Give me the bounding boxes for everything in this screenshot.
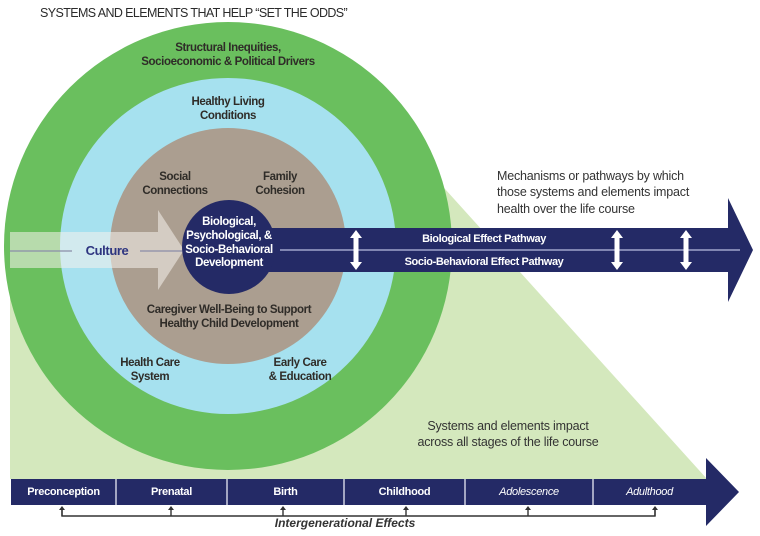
core-line4: Development bbox=[195, 257, 263, 270]
stage-preconception: Preconception bbox=[27, 486, 100, 498]
early-care-line1: Early Care bbox=[273, 357, 327, 369]
culture-label: Culture bbox=[85, 243, 129, 258]
outer-ring-label: Structural Inequities, Socioeconomic & P… bbox=[141, 41, 315, 70]
pathways-note-line1: Mechanisms or pathways by which bbox=[497, 169, 684, 183]
family-cohesion-line2: Cohesion bbox=[255, 185, 305, 198]
intergenerational-arrowhead bbox=[59, 506, 65, 510]
intergenerational-effects-label: Intergenerational Effects bbox=[274, 516, 416, 530]
life-course-note: Systems and elements impact across all s… bbox=[417, 418, 598, 451]
health-care-line2: System bbox=[130, 371, 170, 384]
caregiver-line1: Caregiver Well-Being to Support bbox=[146, 304, 312, 316]
core-line2: Psychological, & bbox=[186, 229, 272, 242]
early-care-line2: & Education bbox=[268, 371, 332, 384]
culture-arrow bbox=[10, 210, 184, 290]
social-connections-line1: Social bbox=[159, 171, 191, 183]
health-care-line1: Health Care bbox=[120, 357, 180, 369]
life-course-note-line1: Systems and elements impact bbox=[427, 419, 589, 433]
outer-ring-label-line2: Socioeconomic & Political Drivers bbox=[141, 56, 315, 69]
core-development-label: Biological, Psychological, & Socio-Behav… bbox=[185, 216, 273, 271]
double-arrow-icon bbox=[680, 230, 692, 270]
stage-childhood: Childhood bbox=[378, 486, 431, 498]
socio-behavioral-pathway-label: Socio-Behavioral Effect Pathway bbox=[404, 256, 564, 268]
pathways-note: Mechanisms or pathways by which those sy… bbox=[497, 168, 689, 217]
stage-adolescence: Adolescence bbox=[499, 486, 559, 498]
life-course-note-line2: across all stages of the life course bbox=[417, 435, 599, 450]
stage-adulthood: Adulthood bbox=[626, 486, 673, 498]
pathways-note-line2: those systems and elements impact bbox=[497, 185, 690, 200]
social-connections-label: Social Connections bbox=[142, 170, 208, 199]
social-connections-line2: Connections bbox=[142, 185, 208, 198]
stage-prenatal: Prenatal bbox=[150, 486, 192, 498]
caregiver-wellbeing-label: Caregiver Well-Being to Support Healthy … bbox=[146, 303, 312, 332]
intergenerational-arrowhead bbox=[280, 506, 286, 510]
double-arrow-icon bbox=[611, 230, 623, 270]
intergenerational-arrowhead bbox=[168, 506, 174, 510]
core-line1: Biological, bbox=[202, 216, 256, 228]
life-course-arrow bbox=[11, 458, 739, 526]
health-care-system-label: Health Care System bbox=[120, 356, 180, 385]
intergenerational-arrowhead bbox=[403, 506, 409, 510]
diagram-title: SYSTEMS AND ELEMENTS THAT HELP “SET THE … bbox=[40, 6, 348, 20]
outer-ring-label-line1: Structural Inequities, bbox=[175, 42, 281, 54]
intergenerational-arrowhead bbox=[525, 506, 531, 510]
pathways-note-line3: health over the life course bbox=[497, 201, 635, 216]
double-arrow-icon bbox=[350, 230, 362, 270]
early-care-education-label: Early Care & Education bbox=[269, 356, 332, 385]
healthy-living-line1: Healthy Living bbox=[191, 96, 265, 108]
family-cohesion-label: Family Cohesion bbox=[255, 170, 305, 199]
stage-birth: Birth bbox=[273, 486, 298, 498]
family-cohesion-line1: Family bbox=[262, 171, 298, 183]
core-development-circle bbox=[182, 200, 276, 294]
healthy-living-line2: Conditions bbox=[199, 110, 257, 123]
intergenerational-bracket bbox=[61, 509, 656, 517]
biological-pathway-label: Biological Effect Pathway bbox=[422, 233, 546, 245]
caregiver-line2: Healthy Child Development bbox=[159, 318, 299, 331]
healthy-living-label: Healthy Living Conditions bbox=[192, 95, 265, 124]
core-line3: Socio-Behavioral bbox=[185, 243, 273, 256]
intergenerational-arrowhead bbox=[652, 506, 658, 510]
